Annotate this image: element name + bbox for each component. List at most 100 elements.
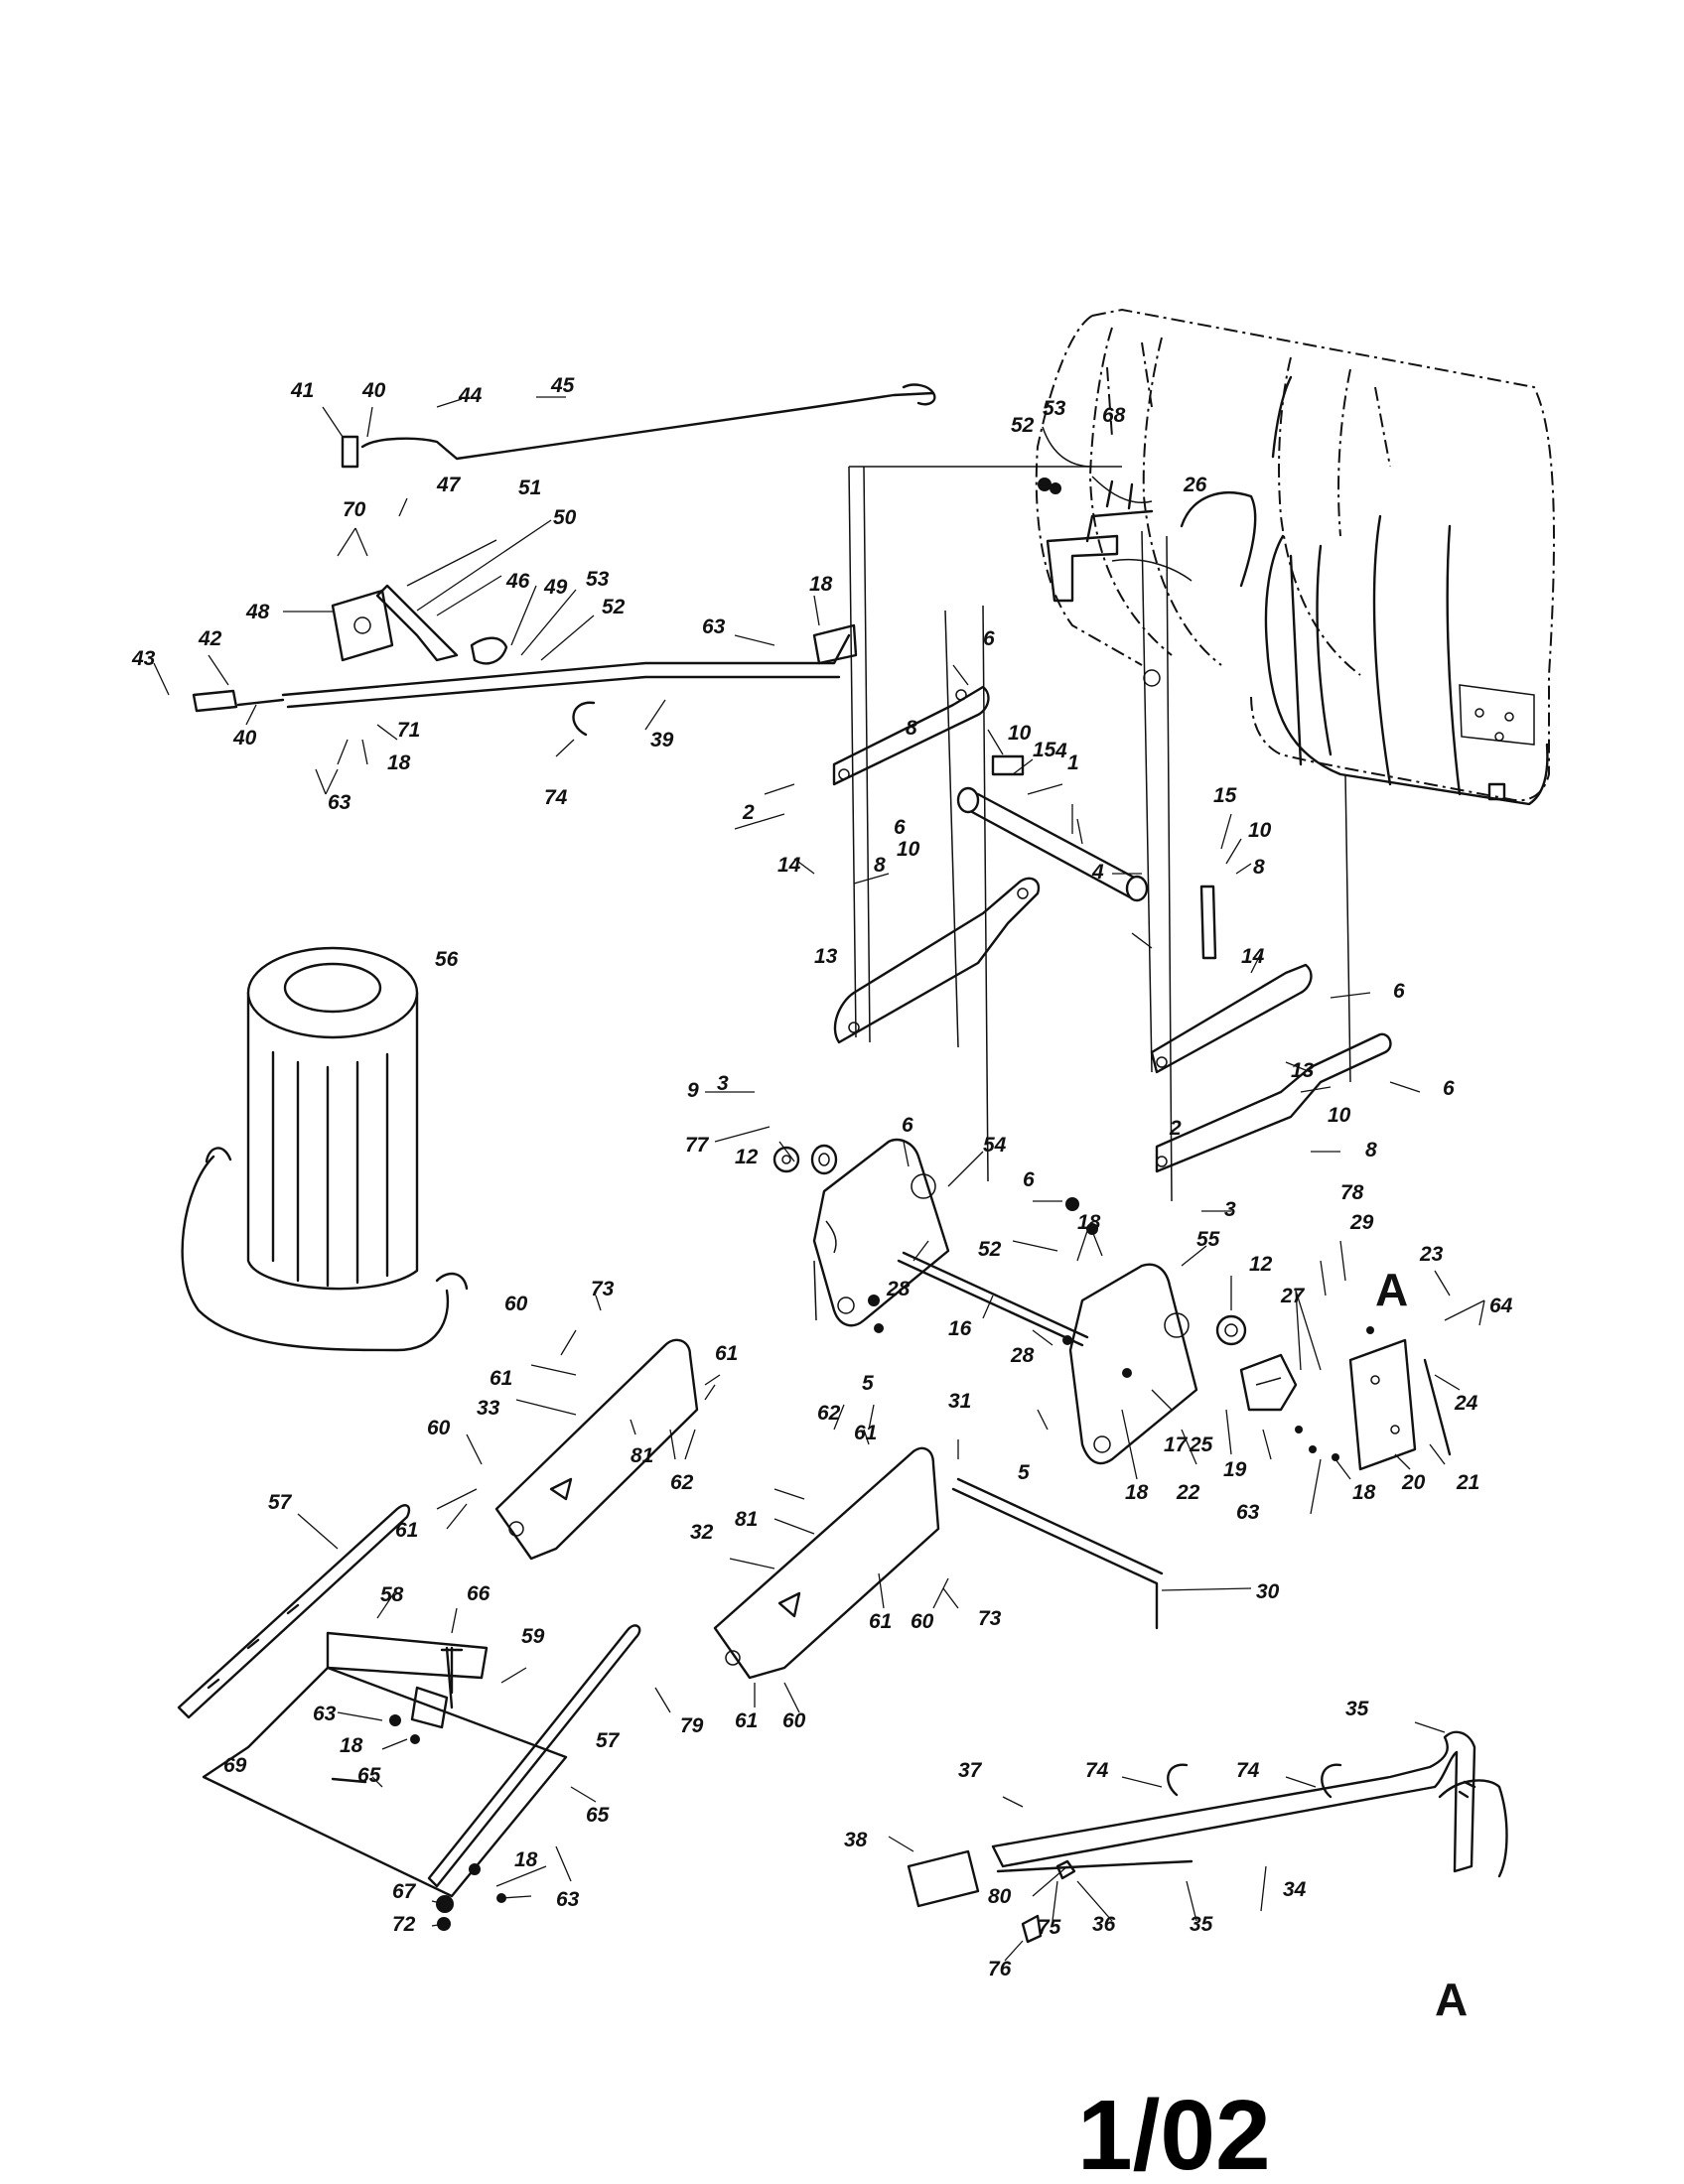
callout: 70 [343, 498, 366, 521]
callout: 24 [1454, 1392, 1478, 1415]
callout: 13 [1291, 1059, 1315, 1082]
handle-assembly [907, 1730, 1508, 1944]
callout: 18 [514, 1848, 538, 1871]
callout: 61 [490, 1367, 512, 1390]
callout: 9 [687, 1079, 699, 1102]
callout: 63 [702, 615, 726, 638]
callout: 73 [978, 1607, 1002, 1630]
callout: 28 [1010, 1344, 1035, 1367]
callout: 5 [1018, 1461, 1030, 1484]
callout: 8 [1253, 856, 1265, 879]
callout: 13 [814, 945, 838, 968]
callout: 45 [550, 374, 575, 397]
callout: 55 [1196, 1228, 1220, 1251]
callout: 53 [1043, 397, 1066, 420]
callout: 12 [1249, 1253, 1273, 1276]
callout: 60 [782, 1709, 806, 1732]
callout: 6 [902, 1114, 913, 1137]
callout: 57 [596, 1729, 621, 1752]
callout: 26 [1183, 474, 1207, 496]
callout: 32 [690, 1521, 714, 1544]
callout: 12 [735, 1146, 759, 1168]
callout: 43 [131, 647, 156, 670]
callout: 72 [392, 1913, 416, 1936]
callout: 47 [436, 474, 462, 496]
callout: 74 [1236, 1759, 1260, 1782]
callout: 23 [1419, 1243, 1444, 1266]
shift-rod-assembly [192, 383, 936, 737]
callout: 31 [948, 1390, 971, 1413]
callout: 73 [591, 1278, 615, 1300]
callout: 78 [1340, 1181, 1364, 1204]
callout: 34 [1283, 1878, 1307, 1901]
callout: 18 [1352, 1481, 1376, 1504]
callout: 8 [1365, 1139, 1377, 1161]
callout: 61 [395, 1519, 418, 1542]
callout: 6 [894, 816, 906, 839]
callout: 80 [988, 1885, 1012, 1908]
callout: 16 [948, 1317, 972, 1340]
callout: 57 [268, 1491, 293, 1514]
callout: 37 [958, 1759, 983, 1782]
callout: 74 [544, 786, 568, 809]
page-number: 1/02 [1077, 2080, 1271, 2184]
callout: 60 [504, 1293, 528, 1315]
callout: 56 [435, 948, 459, 971]
connection-marker-a: A [1375, 1264, 1408, 1315]
callout: 15 [1213, 784, 1237, 807]
callout: 10 [1248, 819, 1272, 842]
callout: 81 [735, 1508, 758, 1531]
callout: 29 [1349, 1211, 1374, 1234]
callout: 61 [735, 1709, 758, 1732]
callout: 38 [844, 1829, 868, 1851]
storage-bag [181, 946, 469, 1352]
callout: 76 [988, 1958, 1012, 1980]
lift-frame [772, 466, 1452, 1630]
callout: 1 [1067, 751, 1079, 774]
callout: 4 [1091, 861, 1104, 884]
callout: 25 [1189, 1433, 1213, 1456]
callout: 39 [650, 729, 674, 751]
callout: 53 [586, 568, 610, 591]
callout: 17 [1164, 1433, 1189, 1456]
callout: 52 [978, 1238, 1002, 1261]
callout: 35 [1190, 1913, 1213, 1936]
callout: 4 [1054, 740, 1067, 762]
callout: 14 [1241, 945, 1265, 968]
callout: 6 [1023, 1168, 1035, 1191]
callout: 18 [809, 573, 833, 596]
callout: 2 [742, 801, 755, 824]
callout: 65 [586, 1804, 610, 1827]
callout: 61 [854, 1422, 877, 1444]
callout: 22 [1176, 1481, 1200, 1504]
callout: 79 [680, 1714, 704, 1737]
callout: 50 [553, 506, 577, 529]
callout: 48 [245, 601, 270, 623]
callout: 33 [477, 1397, 500, 1420]
callout: 8 [906, 717, 917, 740]
chute-bracket [1038, 478, 1257, 603]
callout: 61 [869, 1610, 892, 1633]
thrower-housing [1035, 308, 1555, 806]
callout: 28 [886, 1278, 911, 1300]
callout: 2 [1169, 1117, 1182, 1140]
callout: 6 [983, 627, 995, 650]
callout: 63 [313, 1703, 337, 1725]
callout: 21 [1456, 1471, 1479, 1494]
callout: 60 [911, 1610, 934, 1633]
callout: 30 [1256, 1580, 1280, 1603]
callout: 71 [397, 719, 420, 742]
callout: 81 [631, 1444, 653, 1467]
callout: 66 [467, 1582, 491, 1605]
callout: 18 [1077, 1211, 1101, 1234]
callout-labels: 1 2 2 3 3 4 4 5 5 6 6 6 6 6 6 8 8 8 8 9 … [131, 374, 1513, 1980]
callout: 46 [505, 570, 530, 593]
callout: 67 [392, 1880, 417, 1903]
callout: 10 [897, 838, 920, 861]
callout: 41 [290, 379, 314, 402]
callout: 52 [1011, 414, 1035, 437]
callout: 65 [357, 1764, 381, 1787]
callout: 18 [387, 751, 411, 774]
callout: 44 [458, 384, 483, 407]
